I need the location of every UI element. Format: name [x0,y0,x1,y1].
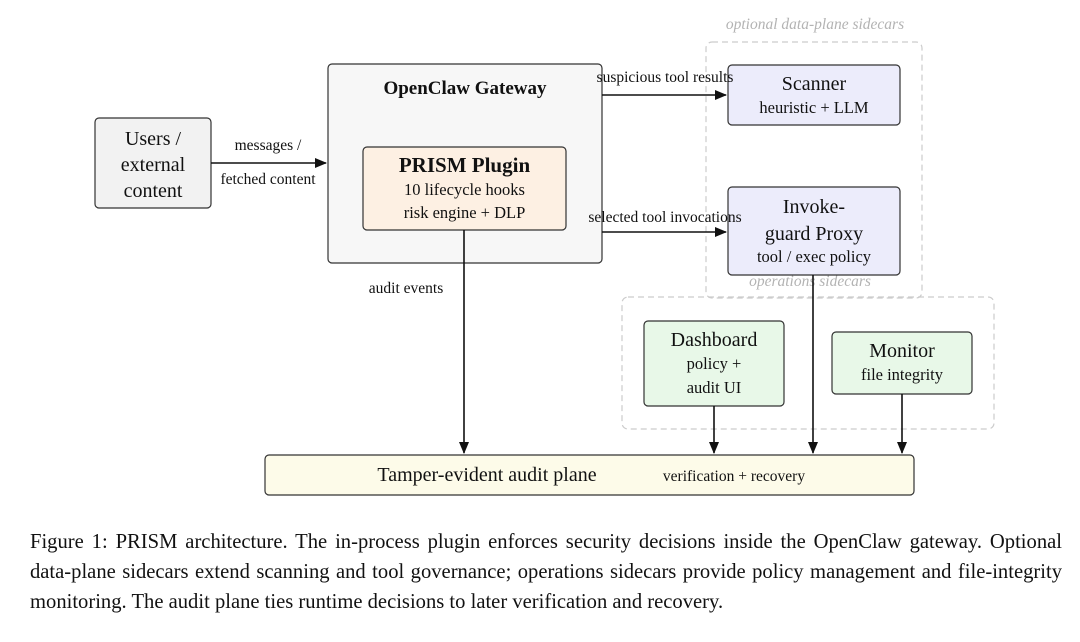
data-plane-group-label: optional data-plane sidecars [726,16,904,33]
plugin-line-1: 10 lifecycle hooks [404,180,525,199]
dashboard-title: Dashboard [671,329,758,351]
operations-sidecars-group: operations sidecars [621,273,995,430]
users-node: Users / external content [94,117,212,209]
users-line-3: content [124,180,183,202]
edge-users-to-gateway: messages / fetched content [211,137,327,188]
edge-label-suspicious: suspicious tool results [597,69,734,86]
architecture-diagram: optional data-plane sidecars operations … [94,16,995,496]
prism-plugin-node: PRISM Plugin 10 lifecycle hooks risk eng… [362,146,567,231]
dashboard-node: Dashboard policy + audit UI [643,320,785,407]
proxy-subtitle: tool / exec policy [757,247,872,266]
edge-gateway-to-proxy: selected tool invocations [588,209,742,237]
edge-label-audit-events: audit events [369,280,443,297]
edge-label-selected: selected tool invocations [588,209,741,226]
monitor-node: Monitor file integrity [831,331,973,395]
edge-gateway-to-scanner: suspicious tool results [597,69,734,100]
monitor-subtitle: file integrity [861,365,944,384]
proxy-line-2: guard Proxy [765,223,863,245]
gateway-title: OpenClaw Gateway [383,78,547,99]
invokeguard-proxy-node: Invoke- guard Proxy tool / exec policy [727,186,901,276]
dashboard-line-2: audit UI [687,378,742,397]
operations-group-label: operations sidecars [749,273,871,290]
users-line-2: external [121,154,186,176]
scanner-title: Scanner [782,73,847,95]
audit-plane-node: Tamper-evident audit plane verification … [264,454,915,496]
edge-label-messages: messages / [235,137,302,154]
plugin-title: PRISM Plugin [399,153,531,177]
plugin-line-2: risk engine + DLP [404,203,526,222]
dashboard-line-1: policy + [687,354,742,373]
figure-caption: Figure 1: PRISM architecture. The in-pro… [30,531,1062,613]
users-line-1: Users / [125,128,182,150]
edge-label-fetched-content: fetched content [220,171,316,188]
audit-plane-title: Tamper-evident audit plane [377,464,596,486]
monitor-title: Monitor [869,340,935,362]
scanner-node: Scanner heuristic + LLM [727,64,901,126]
data-plane-sidecars-group: optional data-plane sidecars [705,16,923,299]
proxy-line-1: Invoke- [783,196,845,218]
edge-plugin-to-audit: audit events [369,230,469,454]
audit-plane-subtitle: verification + recovery [663,468,805,485]
scanner-subtitle: heuristic + LLM [759,98,869,117]
